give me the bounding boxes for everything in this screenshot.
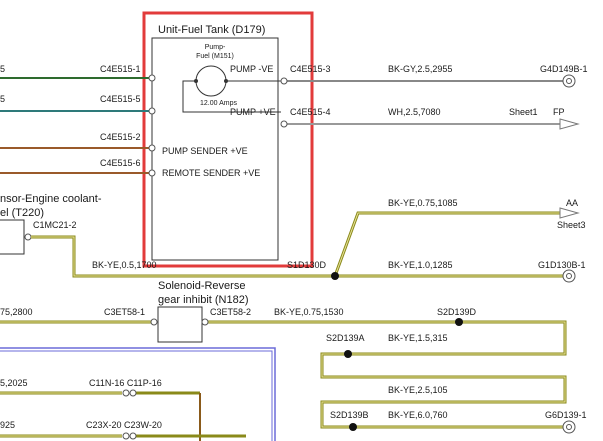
coolant-sensor-title-1: nsor-Engine coolant- <box>0 193 102 205</box>
fuel-tank-title: Unit-Fuel Tank (D179) <box>158 24 265 36</box>
coolant-sensor-body <box>0 219 25 255</box>
connector-c4e515-1: C4E515-1 <box>100 64 141 74</box>
left-stub-2: 5 <box>0 94 5 104</box>
pump-motor-symbol <box>195 65 227 97</box>
splice-s2d139b: S2D139B <box>330 410 369 420</box>
connector-c4e515-6: C4E515-6 <box>100 158 141 168</box>
wire-spec-s2d139b: BK-YE,6.0,760 <box>388 410 448 420</box>
pin-terminal <box>148 74 156 82</box>
pin-terminal <box>148 107 156 115</box>
ground-terminal-inner <box>566 78 572 84</box>
splice-s2d139d: S2D139D <box>437 307 477 317</box>
wire-spec-solenoid: BK-YE,0.75,1530 <box>274 307 344 317</box>
pump-current: 12.00 Amps <box>200 100 237 107</box>
connector-c4e515-5: C4E515-5 <box>100 94 141 104</box>
pump-name-line1: Pump- <box>205 44 226 51</box>
pin-terminal <box>122 389 130 397</box>
ground-terminal-inner <box>566 273 572 279</box>
purple-frame-inner <box>0 350 273 441</box>
solenoid-title-1: Solenoid-Reverse <box>158 280 245 292</box>
wire-bk-ye-coolant-core <box>31 236 335 277</box>
wire-spec-wh: WH,2.5,7080 <box>388 107 441 117</box>
wire-bk-ye-s2d139 <box>205 320 567 429</box>
connector-c3et58-2: C3ET58-2 <box>210 307 251 317</box>
wire-spec-aa: BK-YE,0.75,1085 <box>388 198 458 208</box>
pin-terminal <box>201 318 209 326</box>
connector-c4e515-2: C4E515-2 <box>100 132 141 142</box>
sheet-arrow-fp <box>559 118 580 130</box>
pin-terminal <box>148 144 156 152</box>
ground-terminal <box>562 74 576 88</box>
wire-bk-ye-s2d139-core <box>205 321 566 428</box>
pin-pump-sender: PUMP SENDER +VE <box>162 146 248 156</box>
connector-c3et58-1: C3ET58-1 <box>104 307 145 317</box>
left-stub-1: 5 <box>0 64 5 74</box>
solenoid-body <box>157 306 203 343</box>
pin-remote-sender: REMOTE SENDER +VE <box>162 168 260 178</box>
pin-pump-neg: PUMP -VE <box>230 64 273 74</box>
pin-terminal <box>129 389 137 397</box>
highlight-box <box>142 11 314 268</box>
connector-c4e515-3: C4E515-3 <box>290 64 331 74</box>
dest-g6d139: G6D139-1 <box>545 410 587 420</box>
splice-s2d139a: S2D139A <box>326 333 365 343</box>
pump-name-line2: Fuel (M151) <box>196 53 234 60</box>
wire-bk-ye-aa-core <box>334 212 560 277</box>
pin-terminal <box>24 233 32 241</box>
sheet-ref-sheet1: Sheet1 <box>509 107 538 117</box>
wire-spec-middle: BK-YE,2.5,105 <box>388 385 448 395</box>
pin-terminal <box>150 318 158 326</box>
sheet-arrow-aa <box>559 207 580 219</box>
pin-pump-pos: PUMP +VE <box>230 107 276 117</box>
wire-spec-left-row3: 925 <box>0 420 15 430</box>
connector-c11n-c11p: C11N-16 C11P-16 <box>89 378 162 388</box>
splice-s1d130d: S1D130D <box>287 260 327 270</box>
wire-spec-bk-gy: BK-GY,2.5,2955 <box>388 64 452 74</box>
signal-aa: AA <box>566 198 578 208</box>
connector-c4e515-4: C4E515-4 <box>290 107 331 117</box>
dest-g4d149b: G4D149B-1 <box>540 64 588 74</box>
coolant-sensor-title-2: el (T220) <box>0 207 44 219</box>
splice-dot-s1d130d <box>331 272 339 280</box>
sheet-ref-sheet3: Sheet3 <box>557 220 586 230</box>
connector-c1mc21-2: C1MC21-2 <box>33 220 77 230</box>
splice-dot-s2d139a <box>344 350 352 358</box>
purple-frame <box>0 347 276 441</box>
wire-spec-left-row2: 5,2025 <box>0 378 28 388</box>
ground-terminal-inner <box>566 424 572 430</box>
wire-spec-d130: BK-YE,1.0,1285 <box>388 260 453 270</box>
pin-terminal <box>122 432 130 440</box>
solenoid-title-2: gear inhibit (N182) <box>158 294 249 306</box>
splice-dot-s2d139d <box>455 318 463 326</box>
wire-spec-s2d139a: BK-YE,1.5,315 <box>388 333 448 343</box>
pin-terminal <box>280 120 288 128</box>
pin-terminal <box>148 169 156 177</box>
pump-internal-wire <box>182 80 281 113</box>
signal-fp: FP <box>553 107 565 117</box>
dest-g1d130b: G1D130B-1 <box>538 260 586 270</box>
connector-c23x-c23w: C23X-20 C23W-20 <box>86 420 162 430</box>
splice-dot-s2d139b <box>349 423 357 431</box>
wire-spec-left-row1: 75,2800 <box>0 307 33 317</box>
pin-terminal <box>129 432 137 440</box>
ground-terminal <box>562 420 576 434</box>
ground-terminal <box>562 269 576 283</box>
pin-terminal <box>280 77 288 85</box>
wire-spec-coolant: BK-YE,0.5,1700 <box>92 260 157 270</box>
